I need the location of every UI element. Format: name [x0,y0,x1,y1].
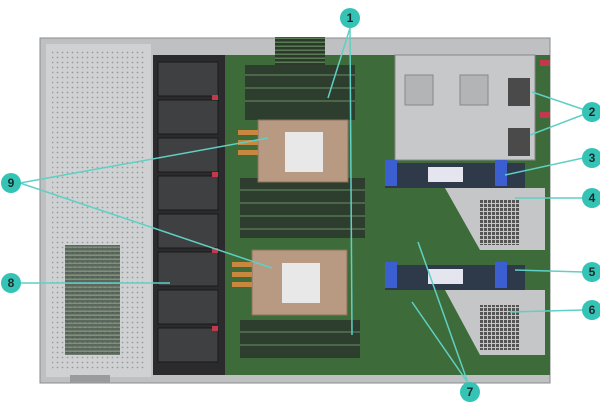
svg-text:4: 4 [589,191,596,205]
svg-text:5: 5 [589,265,596,279]
callout-7: 7 [460,382,480,402]
callout-3: 3 [582,148,600,168]
callout-6: 6 [582,300,600,320]
riser-upper [385,160,545,250]
callout-5: 5 [582,262,600,282]
power-supply-cage [394,54,550,161]
leader-lines [19,27,586,384]
callout-9: 9 [1,173,21,193]
processor-heatsinks [232,119,349,316]
svg-text:2: 2 [589,105,596,119]
callout-1: 1 [340,8,360,28]
svg-text:1: 1 [347,11,354,25]
svg-text:3: 3 [589,151,596,165]
memory-dimms [65,37,365,358]
svg-text:8: 8 [8,276,15,290]
chassis-latch [70,375,110,383]
riser-lower [385,262,545,355]
callout-8: 8 [1,273,21,293]
svg-text:7: 7 [467,385,474,399]
svg-text:9: 9 [8,176,15,190]
callout-4: 4 [582,188,600,208]
svg-text:6: 6 [589,303,596,317]
callout-2: 2 [582,102,600,122]
fan-bank [153,55,225,375]
